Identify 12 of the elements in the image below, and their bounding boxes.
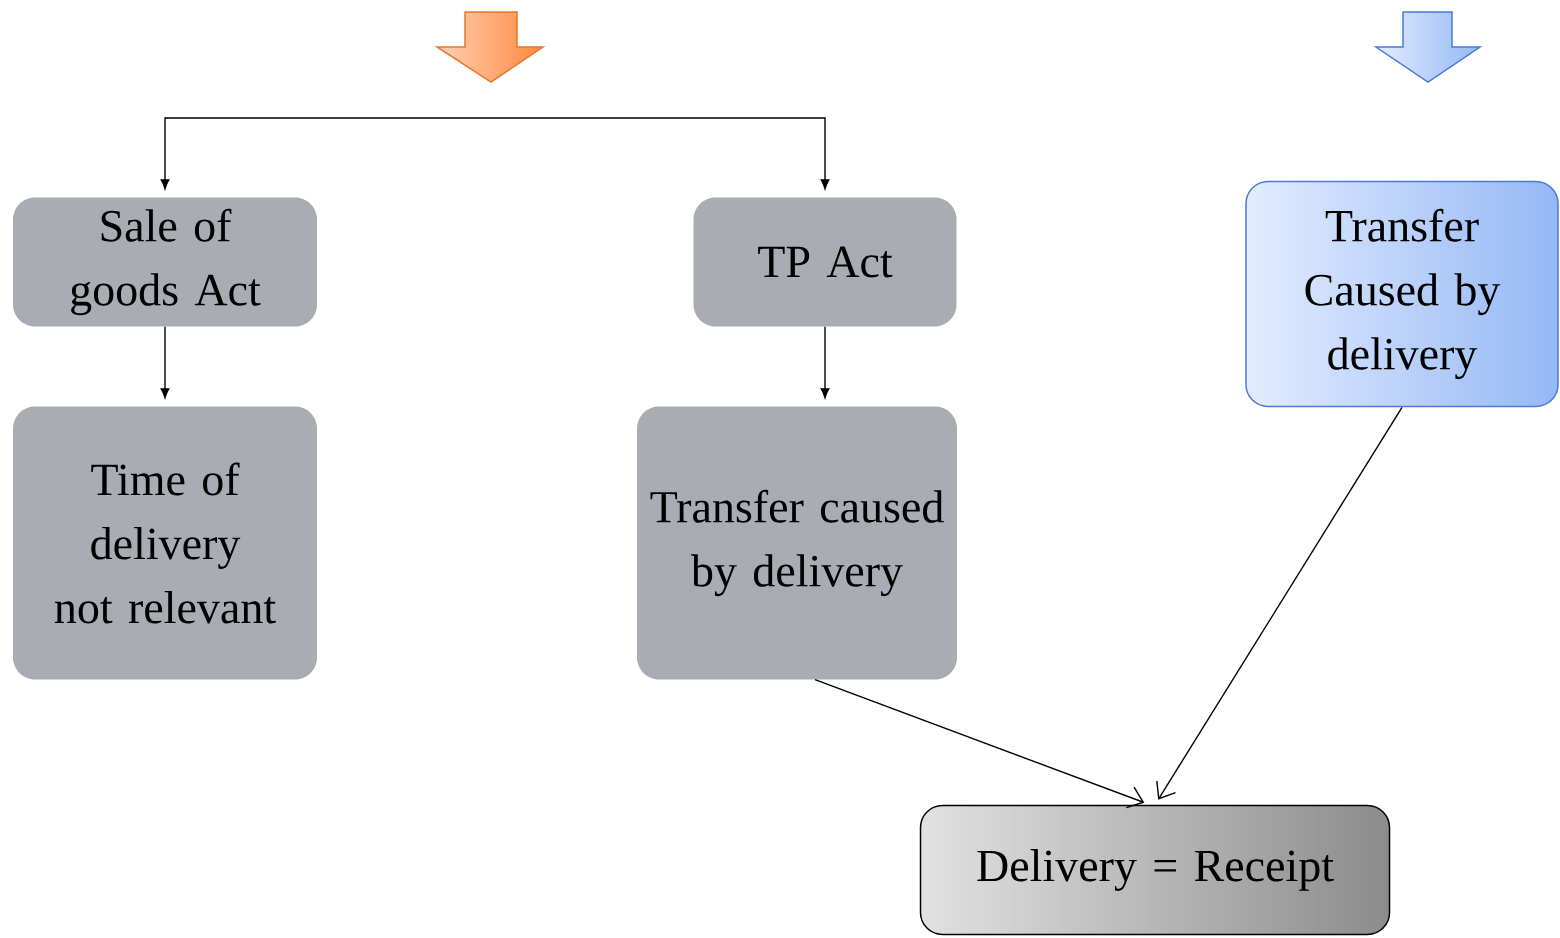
arrow [820,326,830,399]
process-box: Sale of goods Act [13,197,317,327]
arrow [493,117,830,190]
arrow [814,679,1145,809]
arrow [160,117,495,190]
process-box: TP Act [693,197,957,327]
process-box: Time of delivery not relevant [13,406,317,680]
arrow [160,326,170,399]
process-box: Transfer caused by delivery [637,406,957,680]
highlight-box: Transfer Caused by delivery [1245,180,1559,408]
result-box: Delivery = Receipt [919,804,1391,936]
arrow [1156,406,1403,800]
